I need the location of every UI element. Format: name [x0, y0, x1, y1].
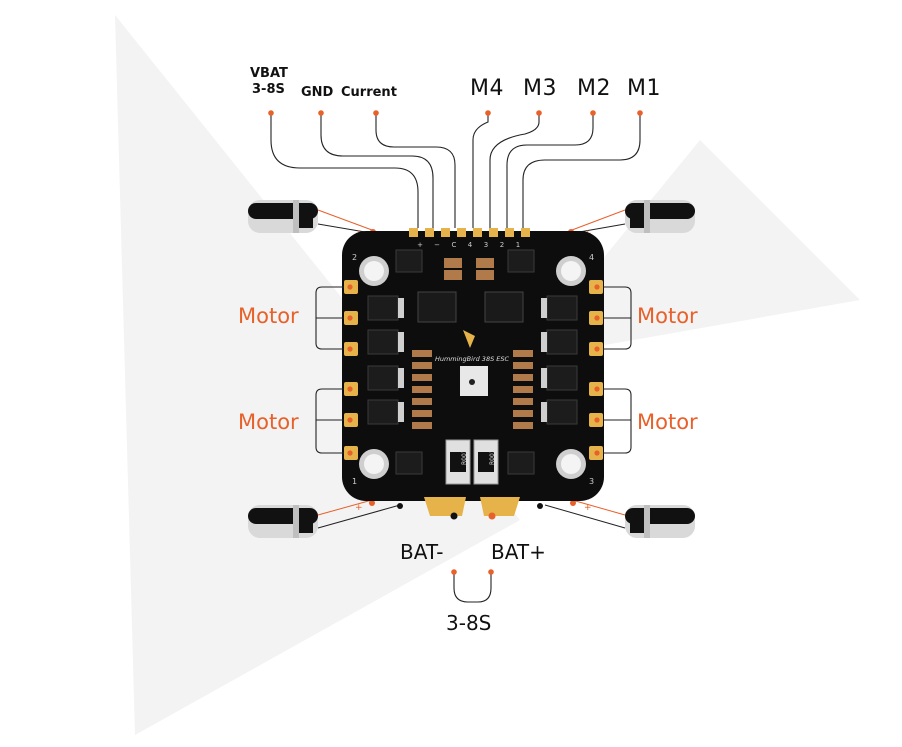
capacitor-bottom-right — [544, 499, 695, 538]
top-wire-dots — [268, 110, 643, 116]
bat-minus-label: BAT- — [400, 540, 444, 564]
vbat-range-label: 3-8S — [252, 82, 285, 97]
header-pad-label: + — [417, 241, 423, 249]
gnd-label: GND — [301, 85, 334, 100]
svg-text:+: + — [584, 503, 592, 513]
shunt-marking: R001 — [461, 449, 468, 465]
m3-label: M3 — [523, 76, 557, 101]
current-label: Current — [341, 85, 397, 100]
motor-pad-dots — [347, 284, 600, 456]
battery-dots — [450, 512, 496, 575]
corner-number: 1 — [352, 477, 357, 486]
esc-board — [342, 228, 604, 516]
m2-label: M2 — [577, 76, 611, 101]
motor-brackets — [315, 286, 632, 454]
motor-label-left-top: Motor — [238, 304, 299, 328]
capacitor-top-right — [544, 200, 695, 239]
shunt-markings: R001 R001 — [461, 449, 496, 465]
bat-plus-label: BAT+ — [491, 540, 546, 564]
vbat-label: VBAT — [250, 66, 288, 81]
battery-wires — [453, 572, 492, 603]
capacitor-top-left — [248, 200, 401, 239]
header-pad-labels: + − C 4 3 2 1 — [417, 241, 520, 249]
corner-numbers: 2 4 1 3 — [352, 253, 594, 486]
motor-label-left-bottom: Motor — [238, 410, 299, 434]
bat-range-label: 3-8S — [446, 611, 492, 635]
header-pad-label: 4 — [468, 241, 473, 249]
top-wires — [270, 113, 641, 228]
header-pad-label: 1 — [516, 241, 520, 249]
svg-text:+: + — [355, 503, 363, 513]
m4-label: M4 — [470, 76, 504, 101]
shunt-marking: R001 — [489, 449, 496, 465]
board-silkscreen-title: HummingBird 38S ESC — [435, 355, 510, 363]
header-pad-label: − — [434, 241, 440, 249]
capacitor-bottom-left — [248, 499, 401, 538]
corner-number: 4 — [589, 253, 594, 262]
motor-label-right-top: Motor — [637, 304, 698, 328]
motor-label-right-bottom: Motor — [637, 410, 698, 434]
header-pad-label: 3 — [484, 241, 488, 249]
corner-number: 2 — [352, 253, 357, 262]
header-pad-label: 2 — [500, 241, 504, 249]
m1-label: M1 — [627, 76, 661, 101]
corner-number: 3 — [589, 477, 594, 486]
background-logo — [115, 15, 860, 735]
header-pad-label: C — [452, 241, 457, 249]
